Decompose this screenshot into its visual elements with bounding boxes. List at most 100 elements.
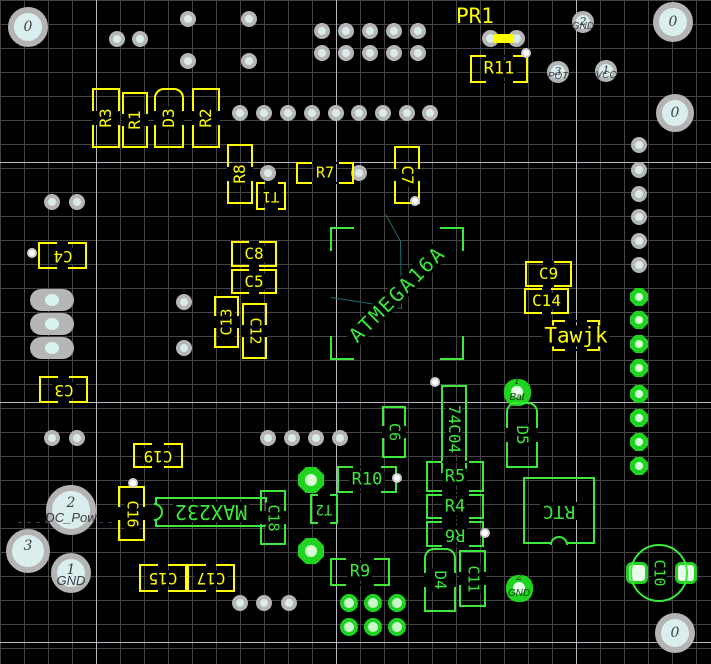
- component-d3[interactable]: D3: [154, 88, 184, 148]
- via[interactable]: [128, 478, 138, 488]
- via[interactable]: [430, 377, 440, 387]
- pad-gray[interactable]: [241, 11, 257, 27]
- pad-gray[interactable]: [176, 340, 192, 356]
- pad-green-round[interactable]: [388, 594, 406, 612]
- pad-gray[interactable]: [132, 31, 148, 47]
- pad-gray[interactable]: [44, 430, 60, 446]
- pad-gray[interactable]: [362, 45, 378, 61]
- pad-gray[interactable]: [180, 11, 196, 27]
- component-r2[interactable]: R2: [192, 88, 220, 148]
- pad-gray[interactable]: [304, 105, 320, 121]
- pad-green-octagon[interactable]: [630, 385, 648, 403]
- via[interactable]: [480, 528, 490, 538]
- pad-green-octagon[interactable]: [630, 359, 648, 377]
- pad-green-octagon[interactable]: [630, 288, 648, 306]
- pad-gray[interactable]: [109, 31, 125, 47]
- pad-gray[interactable]: [332, 430, 348, 446]
- component-c14[interactable]: C14: [524, 288, 569, 314]
- pad-green-round[interactable]: [388, 618, 406, 636]
- component-c15[interactable]: C15: [139, 564, 187, 592]
- pad-gray[interactable]: [232, 595, 248, 611]
- pad-gray[interactable]: [256, 595, 272, 611]
- via[interactable]: [392, 473, 402, 483]
- pad-gray[interactable]: [260, 430, 276, 446]
- pad-gray[interactable]: [631, 162, 647, 178]
- via[interactable]: [410, 196, 420, 206]
- component-r8[interactable]: R8: [227, 144, 253, 204]
- component-c17[interactable]: C17: [187, 564, 235, 592]
- component-c9[interactable]: C9: [525, 261, 572, 287]
- pad-gray[interactable]: [69, 430, 85, 446]
- pad-gray[interactable]: [260, 165, 276, 181]
- silk-text-pr1[interactable]: PR1: [456, 4, 494, 28]
- pad-gray[interactable]: [386, 45, 402, 61]
- pad-green-round[interactable]: [340, 594, 358, 612]
- pad-green-octagon[interactable]: [630, 457, 648, 475]
- component-r1[interactable]: R1: [122, 92, 148, 148]
- component-r9[interactable]: R9: [330, 558, 390, 586]
- pad-green-round[interactable]: [340, 618, 358, 636]
- connector-pad-pin3[interactable]: 3: [6, 529, 50, 573]
- pad-gray[interactable]: [631, 137, 647, 153]
- component-c5[interactable]: C5: [231, 269, 277, 294]
- component-atmega16a[interactable]: ATMEGA16A: [330, 227, 464, 360]
- component-d5[interactable]: D5: [506, 402, 538, 468]
- trace-segment[interactable]: [494, 34, 514, 43]
- pad-gray[interactable]: [180, 53, 196, 69]
- pad-gray[interactable]: [232, 105, 248, 121]
- pad-gray[interactable]: [241, 53, 257, 69]
- component-r11[interactable]: R11: [470, 55, 528, 83]
- pad-gray[interactable]: [308, 430, 324, 446]
- pad-gray[interactable]: [328, 105, 344, 121]
- component-r4[interactable]: R4: [426, 494, 484, 519]
- via[interactable]: [27, 248, 37, 258]
- pad-gray[interactable]: [284, 430, 300, 446]
- pad-gray[interactable]: [386, 23, 402, 39]
- pad-gray[interactable]: [410, 23, 426, 39]
- component-max232[interactable]: MAX232: [155, 497, 267, 527]
- pad-green-octagon[interactable]: [298, 538, 324, 564]
- pad-gray[interactable]: [176, 294, 192, 310]
- pad-gray[interactable]: [422, 105, 438, 121]
- component-tawjk[interactable]: Tawjk: [542, 320, 610, 351]
- mount-hole-pad[interactable]: 0: [653, 2, 693, 42]
- component-74c04[interactable]: 74C04: [441, 385, 467, 473]
- pad-green-octagon[interactable]: [298, 467, 324, 493]
- component-c3[interactable]: C3: [39, 376, 88, 403]
- pad-gray[interactable]: [69, 194, 85, 210]
- pad-gray[interactable]: [375, 105, 391, 121]
- via[interactable]: [521, 48, 531, 58]
- pad-gray[interactable]: [338, 45, 354, 61]
- component-r3[interactable]: R3: [92, 88, 120, 148]
- pad-gray[interactable]: [44, 194, 60, 210]
- mount-hole-pad[interactable]: 0: [656, 94, 694, 132]
- pad-gray[interactable]: [631, 209, 647, 225]
- pad-gray[interactable]: [314, 45, 330, 61]
- pad-gray[interactable]: [256, 105, 272, 121]
- pad-green-octagon[interactable]: [630, 409, 648, 427]
- pad-green-round[interactable]: [364, 618, 382, 636]
- component-c18[interactable]: C18: [260, 490, 286, 545]
- component-c4[interactable]: C4: [38, 242, 87, 269]
- pad-gray[interactable]: [631, 233, 647, 249]
- component-c16[interactable]: C16: [118, 486, 145, 541]
- component-c12[interactable]: C12: [242, 303, 267, 359]
- component-t2[interactable]: T2: [310, 494, 338, 524]
- pad-green-round[interactable]: [364, 594, 382, 612]
- component-r6[interactable]: R6: [426, 521, 484, 547]
- pad-green-octagon[interactable]: [630, 311, 648, 329]
- component-r5[interactable]: R5: [426, 461, 484, 492]
- pad-oval[interactable]: [30, 289, 74, 311]
- pad-gray[interactable]: [281, 595, 297, 611]
- component-t1[interactable]: T1: [256, 182, 286, 210]
- pad-green-octagon[interactable]: [630, 335, 648, 353]
- pad-gray[interactable]: [338, 23, 354, 39]
- component-c11[interactable]: C11: [459, 550, 486, 607]
- component-c13[interactable]: C13: [214, 296, 239, 348]
